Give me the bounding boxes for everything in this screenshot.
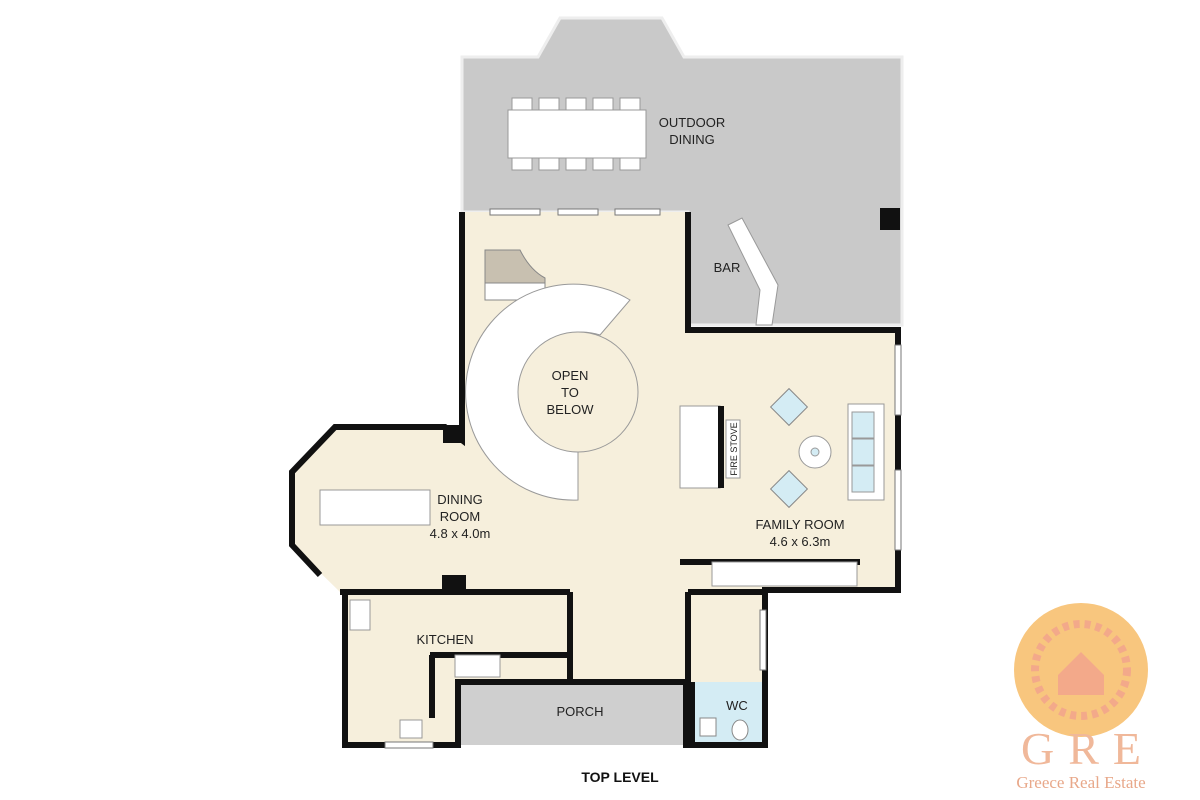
dining-room-size: 4.8 x 4.0m [430,526,491,541]
stove-icon [454,654,501,678]
family-room-size: 4.6 x 6.3m [770,534,831,549]
coffee-table-top [810,447,820,457]
fireplace-wall [718,406,724,488]
family-room-label: FAMILY ROOM [755,517,844,532]
open-to-below-label-3: BELOW [547,402,595,417]
armchair [769,387,809,427]
open-to-below-label-2: TO [561,385,579,400]
wall-column [442,575,466,591]
fridge-icon [349,599,371,631]
armchair [769,469,809,509]
sofa [847,403,885,501]
pillar [880,208,900,230]
cabinet [711,561,858,587]
sink-icon [399,719,423,739]
outdoor-dining-table [507,97,647,171]
fireplace [679,405,721,489]
house-icon [1058,652,1104,695]
bar-label: BAR [714,260,741,275]
kitchen-label: KITCHEN [416,632,473,647]
open-to-below-label: OPEN [552,368,589,383]
dining-room-label: DINING [437,492,483,507]
wall-column [443,425,463,443]
bar-counter [727,217,779,326]
outdoor-dining-label: OUTDOOR [659,115,725,130]
dining-room-label-2: ROOM [440,509,480,524]
logo-name: Greece Real Estate [1016,773,1145,792]
windows [384,208,902,749]
gre-logo: GRE Greece Real Estate [1014,603,1155,792]
outdoor-dining-label-2: DINING [669,132,715,147]
logo-initials: GRE [1021,723,1155,774]
dining-table [319,489,431,526]
porch-label: PORCH [557,704,604,719]
spiral-staircase[interactable] [465,283,639,501]
level-title: TOP LEVEL [581,769,659,785]
basin-icon [699,717,717,737]
fire-stove [725,419,741,479]
porch-floor [458,682,686,745]
wc-label: WC [726,698,748,713]
fire-stove-label: FIRE STOVE [729,422,739,475]
toilet-icon [731,719,749,741]
